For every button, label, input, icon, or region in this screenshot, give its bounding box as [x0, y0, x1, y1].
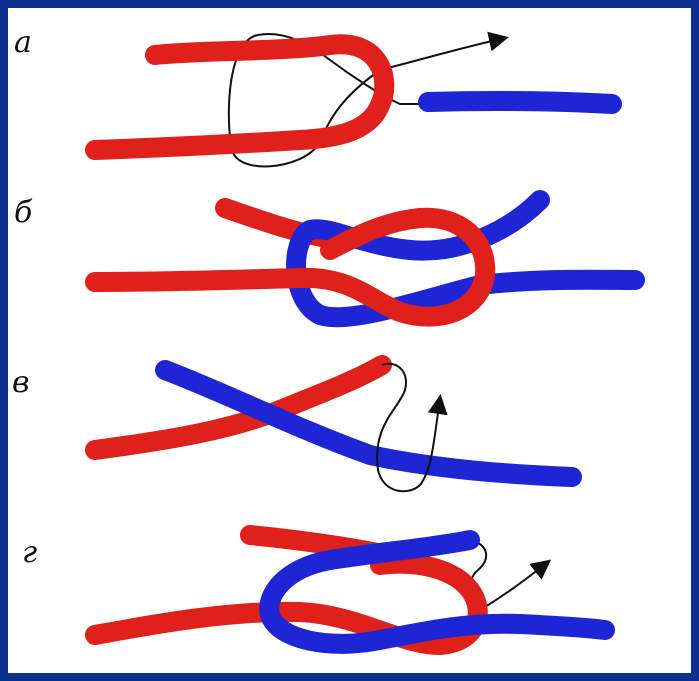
- step-v-drawing: [95, 364, 572, 492]
- step-a-drawing: [95, 34, 612, 166]
- step-b-drawing: [95, 200, 635, 317]
- blue-rope-g-loop: [269, 540, 605, 644]
- step-g-drawing: [95, 535, 605, 645]
- blue-rope-a: [428, 101, 612, 104]
- red-rope-a: [95, 44, 384, 150]
